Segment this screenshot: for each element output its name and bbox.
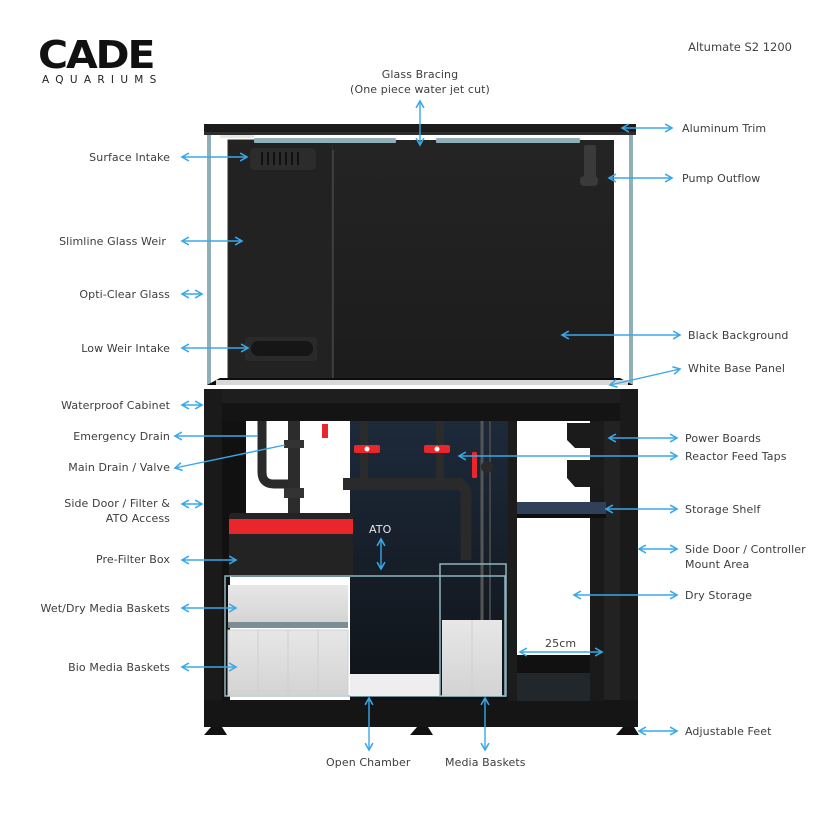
label-open-chamber: Open Chamber: [326, 756, 411, 769]
label-ato: ATO: [369, 523, 392, 536]
foot-left: [204, 727, 227, 735]
bio-media-basket: [257, 629, 289, 697]
arrow-main-drain: [173, 444, 286, 472]
surface-intake-grill: [250, 148, 316, 170]
cabinet-right-frame: [620, 389, 638, 727]
surface-intake-slots: [261, 152, 299, 165]
cabinet-left-frame: [204, 389, 222, 727]
plumbing: [257, 421, 493, 620]
label-low-weir-intake: Low Weir Intake: [81, 342, 170, 355]
pre-filter-red-band: [229, 519, 353, 534]
label-reactor-feed-taps: Reactor Feed Taps: [685, 450, 787, 463]
label-glass-bracing: Glass Bracing (One piece water jet cut): [350, 68, 490, 96]
brand-logo: CADE AQUARIUMS: [38, 36, 163, 86]
label-aluminum-trim: Aluminum Trim: [682, 122, 767, 135]
label-pump-outflow: Pump Outflow: [682, 172, 761, 185]
sump: [224, 513, 507, 697]
brand-logo-subtext: AQUARIUMS: [42, 74, 163, 86]
foot-center: [410, 727, 433, 735]
main-drain-pipe: [288, 421, 300, 521]
cabinet: [204, 389, 639, 735]
left-glass-pane: [207, 131, 211, 385]
bio-media-basket: [317, 629, 349, 697]
storage-shelf: [517, 502, 606, 514]
bio-media-basket: [287, 629, 319, 697]
label-25cm: 25cm: [545, 637, 577, 650]
power-board-lower: [567, 460, 604, 487]
label-waterproof-cabinet: Waterproof Cabinet: [61, 399, 170, 412]
label-main-drain-valve: Main Drain / Valve: [68, 461, 170, 474]
pump-outflow-pipe: [584, 145, 596, 183]
label-side-door-filter: Side Door / Filter & ATO Access: [64, 497, 170, 525]
wet-dry-media-basket: [228, 585, 348, 625]
cabinet-base-rail: [204, 700, 638, 727]
label-pre-filter-box: Pre-Filter Box: [95, 553, 170, 566]
power-board-upper: [567, 423, 604, 448]
cabinet-divider: [508, 421, 517, 701]
foot-right: [616, 727, 639, 735]
glass-bracing-right: [436, 138, 580, 143]
label-bio-media-baskets: Bio Media Baskets: [68, 661, 170, 674]
display-tank: [204, 124, 636, 385]
open-chamber-floor: [350, 674, 440, 696]
emergency-drain-pipe: [257, 421, 300, 489]
label-storage-shelf: Storage Shelf: [685, 503, 761, 516]
cabinet-top: [204, 389, 638, 403]
label-media-baskets: Media Baskets: [445, 756, 526, 769]
bio-media-basket: [227, 629, 259, 697]
brand-logo-text: CADE: [38, 33, 156, 77]
label-opti-clear-glass: Opti-Clear Glass: [79, 288, 170, 301]
main-drain-valve-handle: [322, 424, 328, 438]
label-surface-intake: Surface Intake: [89, 151, 170, 164]
white-base-panel: [216, 380, 628, 385]
callout-arrows: [173, 99, 682, 752]
return-manifold-pipe: [343, 478, 463, 490]
label-adjustable-feet: Adjustable Feet: [685, 725, 772, 738]
label-emergency-drain: Emergency Drain: [73, 430, 170, 443]
label-slimline-glass-weir: Slimline Glass Weir: [59, 235, 166, 248]
right-glass-pane: [629, 131, 633, 385]
label-side-door-controller: Side Door / Controller Mount Area: [685, 543, 806, 571]
dry-storage-floor: [517, 672, 604, 701]
label-wet-dry-media-baskets: Wet/Dry Media Baskets: [40, 602, 170, 615]
label-black-background: Black Background: [688, 329, 789, 342]
label-power-boards: Power Boards: [685, 432, 762, 445]
glass-bracing-left: [254, 138, 396, 143]
low-weir-intake-slot: [251, 341, 313, 356]
label-dry-storage: Dry Storage: [685, 589, 753, 602]
label-white-base-panel: White Base Panel: [688, 362, 786, 375]
arrow-white-base-panel: [608, 365, 682, 389]
model-name: Altumate S2 1200: [688, 40, 792, 54]
